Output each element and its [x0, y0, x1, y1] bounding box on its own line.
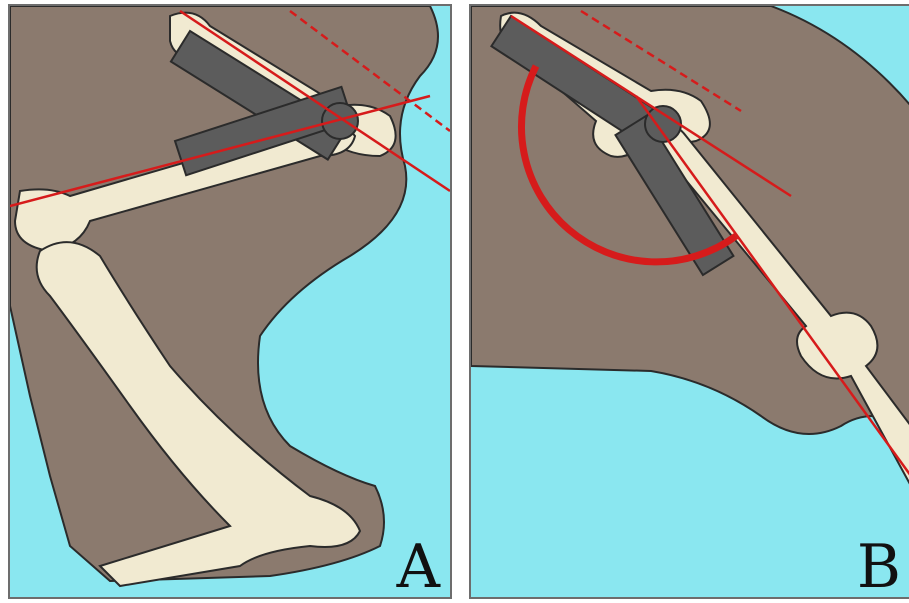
panel-a-illustration [10, 6, 450, 597]
panel-b-label: B [857, 537, 901, 597]
goniometer-pivot [645, 106, 681, 142]
panel-b-illustration [471, 6, 909, 597]
panel-b: B [471, 6, 909, 597]
panel-a: A [10, 6, 450, 597]
panel-a-label: A [397, 537, 440, 597]
